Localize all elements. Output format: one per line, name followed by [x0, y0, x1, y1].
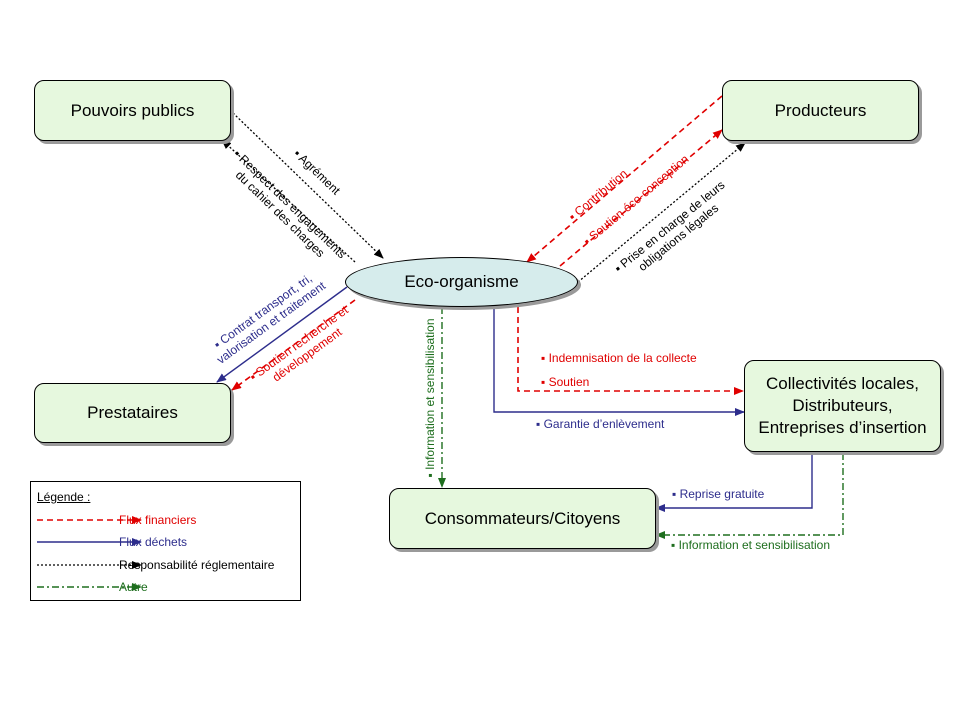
edge-soutien-rd — [231, 299, 356, 391]
label-indemnisation: ▪ Indemnisation de la collecte — [541, 351, 697, 365]
node-producteurs: Producteurs — [722, 80, 919, 141]
node-eco-organisme-label: Eco-organisme — [404, 272, 519, 291]
edge-contrat — [216, 286, 348, 383]
node-producteurs-label: Producteurs — [774, 100, 867, 120]
node-pouvoirs-publics: Pouvoirs publics — [34, 80, 231, 141]
node-prestataires: Prestataires — [34, 383, 231, 443]
node-collectivites-line2: Distributeurs, — [792, 396, 893, 415]
edge-reprise — [655, 453, 813, 512]
edge-indemnisation — [517, 307, 744, 395]
legend-label-autre: Autre — [119, 580, 148, 594]
label-garantie: ▪ Garantie d’enlèvement — [536, 417, 665, 431]
edge-contribution — [526, 95, 723, 263]
node-eco-organisme: Eco-organisme — [345, 257, 578, 307]
node-collectivites-line3: Entreprises d’insertion — [758, 418, 927, 437]
legend-item-reglementaire: Responsabilité réglementaire — [31, 558, 301, 574]
edge-garantie — [493, 306, 745, 416]
label-soutien: ▪ Soutien — [541, 375, 590, 389]
legend-label-reglementaire: Responsabilité réglementaire — [119, 558, 275, 572]
edge-agrement — [232, 112, 384, 259]
label-reprise: ▪ Reprise gratuite — [672, 487, 765, 501]
edge-soutien-eco — [559, 129, 723, 267]
node-collectivites: Collectivités locales, Distributeurs, En… — [744, 360, 941, 452]
node-consommateurs-label: Consommateurs/Citoyens — [424, 508, 621, 528]
node-prestataires-label: Prestataires — [87, 403, 178, 422]
legend-label-financiers: Flux financiers — [119, 513, 197, 527]
legend-item-autre: Autre — [31, 580, 301, 596]
label-information-vertical: ▪ Information et sensibilisation — [423, 318, 437, 478]
legend-label-dechets: Flux déchets — [119, 535, 188, 549]
legend-item-dechets: Flux déchets — [31, 535, 301, 551]
node-consommateurs: Consommateurs/Citoyens — [389, 488, 656, 549]
legend-item-financiers: Flux financiers — [31, 513, 301, 529]
legend-title: Légende : — [37, 490, 91, 504]
node-collectivites-line1: Collectivités locales, — [765, 374, 920, 393]
edge-prise-en-charge — [577, 142, 746, 283]
label-information-bottom: ▪ Information et sensibilisation — [671, 538, 830, 552]
node-pouvoirs-publics-label: Pouvoirs publics — [70, 100, 195, 120]
edge-information-bottom — [655, 453, 844, 539]
legend: Légende : Flux financiers Flux déchets R… — [30, 481, 301, 601]
legend-swatches — [37, 516, 142, 591]
